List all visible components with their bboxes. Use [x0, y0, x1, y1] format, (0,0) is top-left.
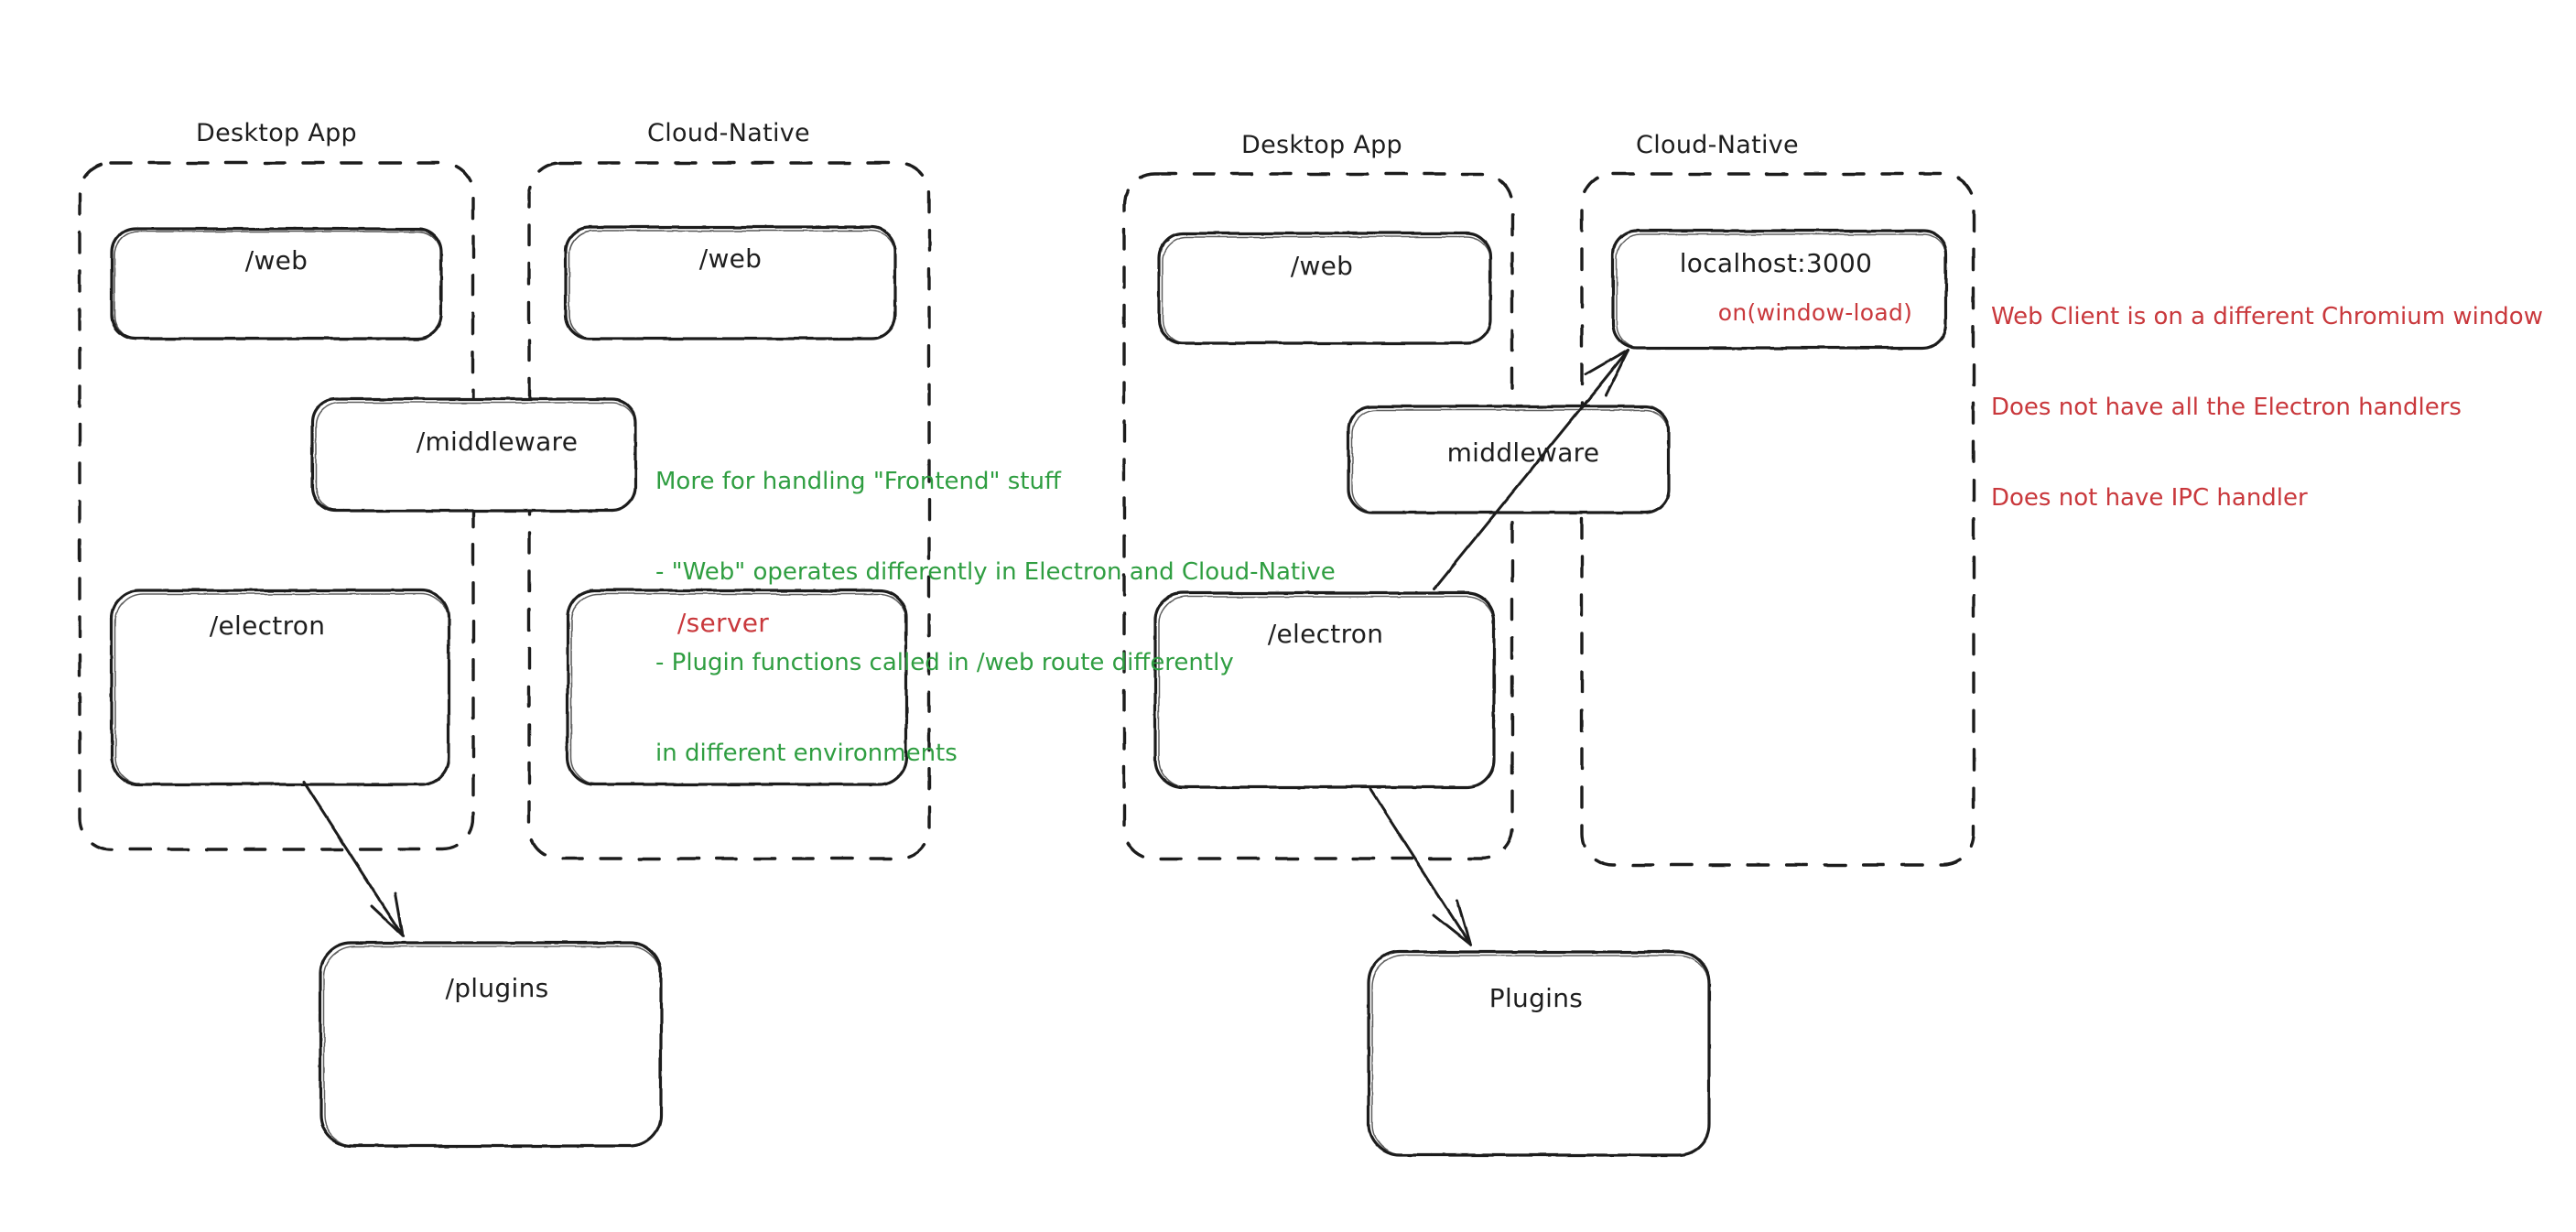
box-label-right-localhost: localhost:3000 — [1679, 248, 1873, 278]
box-left-server — [566, 589, 908, 786]
annotation-red-line-1: Web Client is on a different Chromium wi… — [1991, 303, 2543, 330]
box-right-localhost — [1611, 229, 1948, 350]
box-left-middleware — [310, 397, 637, 513]
group-title-left-desktop-app: Desktop App — [196, 119, 357, 147]
annotation-green-line-3: - Plugin functions called in /web route … — [655, 649, 1234, 676]
box-right-middleware — [1347, 405, 1671, 514]
box-label-left-plugins: /plugins — [445, 973, 549, 1003]
box-label-right-middleware: middleware — [1446, 438, 1600, 468]
arrow-right-electron-to-localhost — [1432, 348, 1630, 591]
box-left-desktop-web — [110, 227, 443, 340]
group-title-left-cloud-native: Cloud-Native — [647, 119, 810, 147]
box-sublabel-right-localhost-onwindowload: on(window-load) — [1717, 299, 1913, 326]
annotation-green-frontend-notes: More for handling "Frontend" stuff - "We… — [655, 406, 1336, 799]
arrow-left-electron-to-plugins — [302, 781, 405, 937]
group-title-right-cloud-native: Cloud-Native — [1636, 131, 1799, 159]
arrow-right-electron-to-plugins — [1369, 787, 1472, 946]
box-label-right-plugins: Plugins — [1488, 983, 1584, 1013]
annotation-green-line-1: More for handling "Frontend" stuff — [655, 468, 1061, 495]
annotation-red-web-client-notes: Web Client is on a different Chromium wi… — [1991, 242, 2543, 544]
box-label-left-cloud-web: /web — [698, 243, 763, 274]
box-label-left-middleware: /middleware — [416, 427, 579, 457]
box-label-left-server: /server — [676, 608, 770, 638]
box-label-left-electron: /electron — [209, 611, 326, 641]
box-right-desktop-web — [1157, 232, 1492, 345]
box-left-cloud-web — [564, 225, 897, 340]
annotation-green-line-4: in different environments — [655, 740, 958, 767]
box-right-electron — [1153, 591, 1496, 789]
group-right-desktop-app — [1122, 172, 1514, 860]
box-label-right-electron: /electron — [1267, 619, 1384, 649]
box-label-left-desktop-web: /web — [244, 245, 308, 276]
annotation-red-line-3: Does not have IPC handler — [1991, 484, 2308, 512]
box-left-plugins — [319, 941, 663, 1148]
group-right-cloud-native — [1580, 172, 1975, 867]
box-left-electron — [110, 589, 450, 786]
box-right-plugins — [1367, 950, 1711, 1157]
annotation-red-line-2: Does not have all the Electron handlers — [1991, 394, 2462, 421]
box-label-right-desktop-web: /web — [1290, 251, 1354, 281]
annotation-green-line-2: - "Web" operates differently in Electron… — [655, 558, 1336, 586]
group-title-right-desktop-app: Desktop App — [1241, 131, 1402, 159]
